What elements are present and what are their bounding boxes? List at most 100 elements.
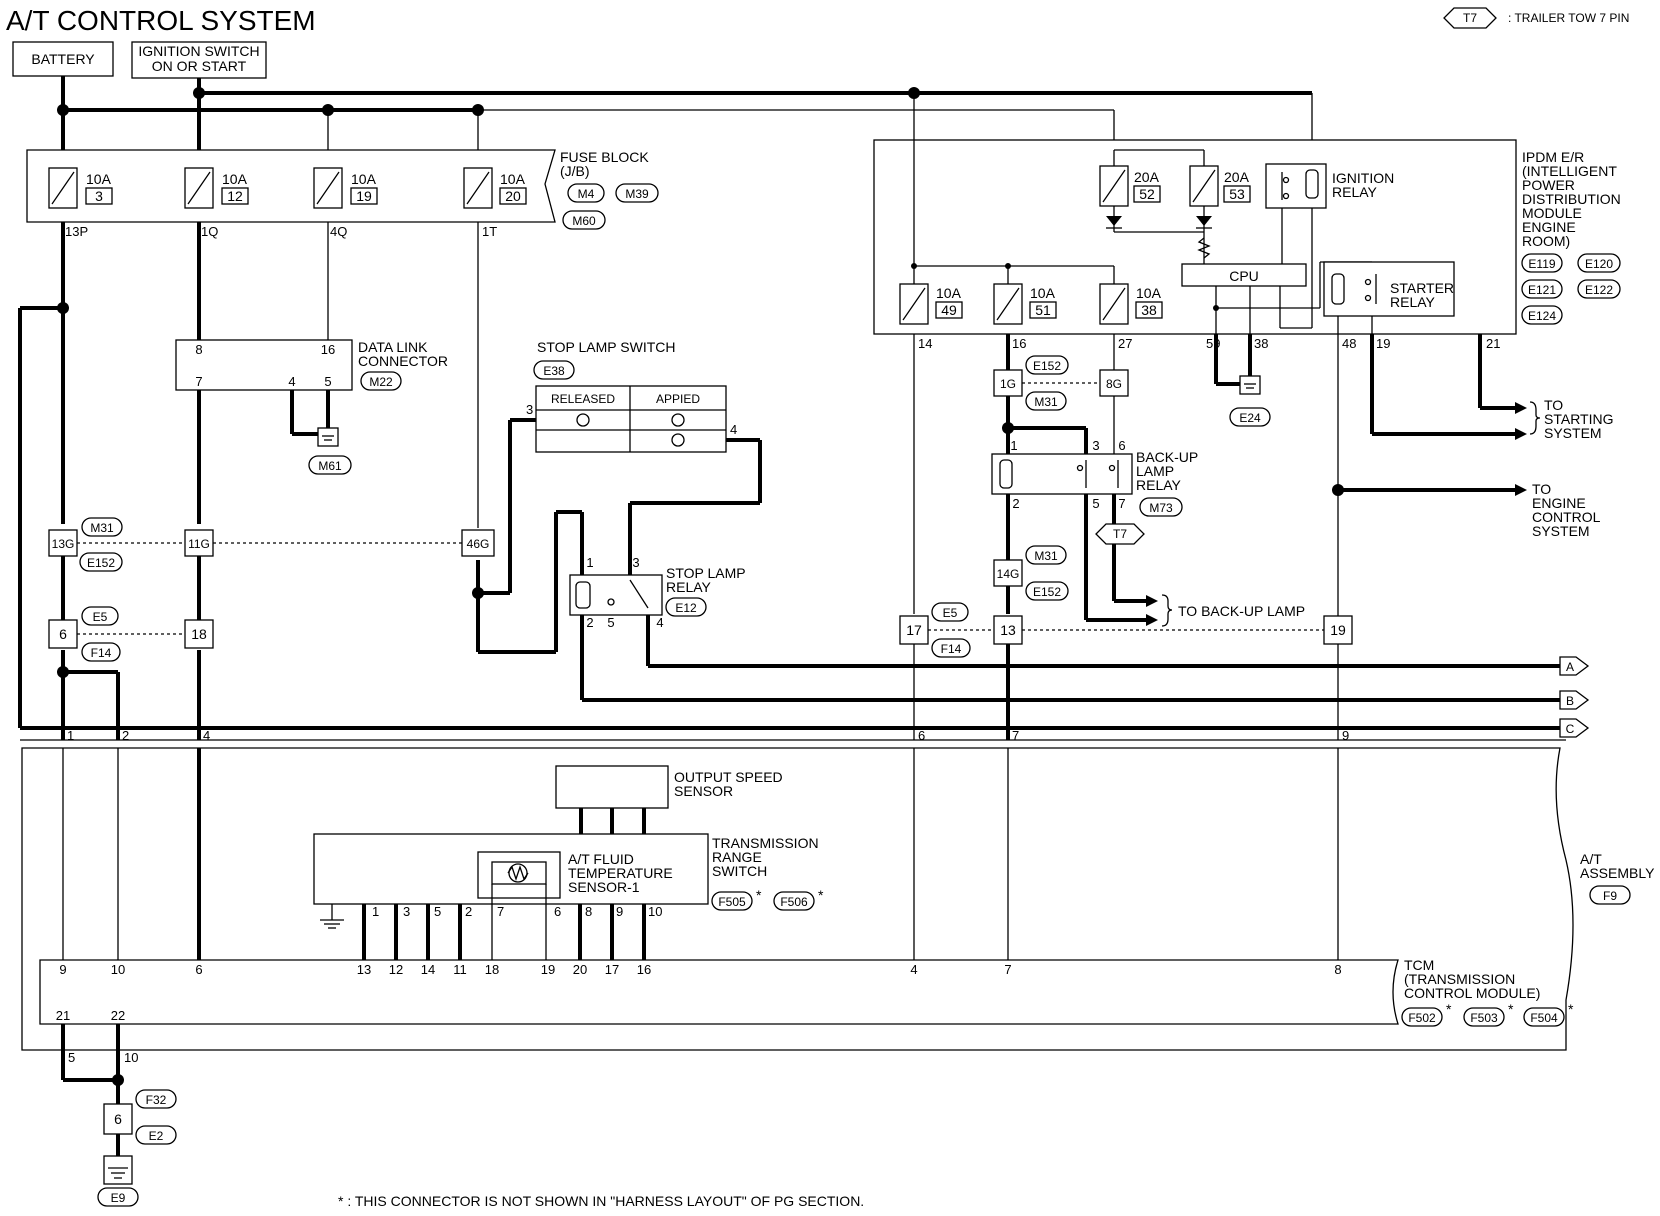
fuse-block-label: FUSE BLOCK <box>560 149 649 165</box>
fuse-38-amp: 10A <box>1136 285 1162 301</box>
trs-pin-8: 8 <box>585 904 592 919</box>
tcm-pin-13: 13 <box>357 962 371 977</box>
tcm-ground: 5 10 6 F32 E2 E9 <box>61 1024 177 1207</box>
ipdm-label-4: DISTRIBUTION <box>1522 191 1621 207</box>
ignition-relay-label-2: RELAY <box>1332 184 1378 200</box>
fuse-52-amp: 20A <box>1134 169 1160 185</box>
conn-t7: T7 <box>1113 527 1127 541</box>
left-wiring <box>18 222 1566 740</box>
joint-6: 6 <box>59 626 67 642</box>
tcm-pin-18: 18 <box>485 962 499 977</box>
fuse-52-num: 52 <box>1139 186 1155 202</box>
conn-m4: M4 <box>578 187 595 201</box>
at-assembly-label-1: A/T <box>1580 851 1602 867</box>
ignition-relay-label-1: IGNITION <box>1332 170 1394 186</box>
fuse-20-amp: 10A <box>500 171 526 187</box>
dlc-pin-5: 5 <box>324 374 331 389</box>
trs-pin-10: 10 <box>648 904 662 919</box>
sls-released: RELEASED <box>551 392 615 406</box>
conn-m31-right: M31 <box>1034 549 1058 563</box>
trs-star-1: * <box>756 887 762 903</box>
at-assembly-label-2: ASSEMBLY <box>1580 865 1655 881</box>
footnote: * : THIS CONNECTOR IS NOT SHOWN IN "HARN… <box>338 1193 864 1209</box>
tcm-pin-9: 9 <box>59 962 66 977</box>
slr-label-1: STOP LAMP <box>666 565 746 581</box>
conn-f14-left: F14 <box>91 646 112 660</box>
slr-label-2: RELAY <box>666 579 712 595</box>
tcm-pin-7: 7 <box>1004 962 1011 977</box>
ipdm-pin-38: 38 <box>1254 336 1268 351</box>
tcm-star-3: * <box>1568 1001 1574 1017</box>
conn-e5-left: E5 <box>93 610 108 624</box>
conn-f32: F32 <box>146 1093 167 1107</box>
starter-relay-label-1: STARTER <box>1390 280 1454 296</box>
conn-e2: E2 <box>149 1129 164 1143</box>
trs-pin-6: 6 <box>554 904 561 919</box>
tcm-pin-21: 21 <box>56 1008 70 1023</box>
fuse-19-num: 19 <box>356 188 372 204</box>
trs-pin-5: 5 <box>434 904 441 919</box>
dlc-pin-16: 16 <box>321 342 335 357</box>
dlc-pin-8: 8 <box>195 342 202 357</box>
tcm-pin-4: 4 <box>910 962 917 977</box>
tcm-pin-8: 8 <box>1334 962 1341 977</box>
trs-pin-1: 1 <box>372 904 379 919</box>
tcm-pin-11: 11 <box>453 962 467 977</box>
joint-1g: 1G <box>1000 377 1016 391</box>
dlc-label-1: DATA LINK <box>358 339 428 355</box>
fluid-sensor-1: A/T FLUID <box>568 851 634 867</box>
stop-lamp-switch-label: STOP LAMP SWITCH <box>537 339 675 355</box>
bulr-pin-7: 7 <box>1118 496 1125 511</box>
asm-pin-9: 9 <box>1342 728 1349 743</box>
cpu-label: CPU <box>1229 268 1259 284</box>
conn-f9: F9 <box>1603 889 1617 903</box>
sls-applied: APPIED <box>656 392 700 406</box>
tcm-pin-20: 20 <box>573 962 587 977</box>
fuse-19-amp: 10A <box>351 171 377 187</box>
battery-box <box>12 41 114 77</box>
gnd-pin-5: 5 <box>68 1050 75 1065</box>
conn-e120: E120 <box>1585 257 1613 271</box>
conn-m39: M39 <box>625 187 649 201</box>
to-starting-2: STARTING <box>1544 411 1614 427</box>
joint-6-ground: 6 <box>114 1111 122 1127</box>
osp-label-2: SENSOR <box>674 783 733 799</box>
slr-pin-1: 1 <box>586 555 593 570</box>
fuse-51-num: 51 <box>1035 302 1051 318</box>
bus-arrows: A B C <box>1559 656 1590 738</box>
dlc-label-2: CONNECTOR <box>358 353 448 369</box>
conn-e152-mid: E152 <box>1033 359 1061 373</box>
trs-pin-2: 2 <box>465 904 472 919</box>
conn-f505: F505 <box>718 895 746 909</box>
to-starting-3: SYSTEM <box>1544 425 1602 441</box>
asm-pin-1: 1 <box>67 728 74 743</box>
ipdm-label-7: ROOM) <box>1522 233 1570 249</box>
fuse-12-num: 12 <box>227 188 243 204</box>
at-assembly: 1 2 4 6 7 9 A/T ASSEMBLY F9 OUTPUT SPEED… <box>20 728 1655 1051</box>
fuse-49-amp: 10A <box>936 285 962 301</box>
fuse-20-num: 20 <box>505 188 521 204</box>
ignition-label-1: IGNITION SWITCH <box>138 43 259 59</box>
fuse-53-amp: 20A <box>1224 169 1250 185</box>
stop-lamp-switch: STOP LAMP SWITCH E38 RELEASED APPIED 3 4 <box>526 339 762 575</box>
ground-m61: M61 <box>318 459 342 473</box>
osp-label-1: OUTPUT SPEED <box>674 769 783 785</box>
left-joints: 13G 11G 46G M31 E152 6 18 E5 F14 <box>48 517 495 662</box>
bulr-label-3: RELAY <box>1136 477 1182 493</box>
fuse-51-amp: 10A <box>1030 285 1056 301</box>
conn-m31-mid: M31 <box>1034 395 1058 409</box>
trs-label-3: SWITCH <box>712 863 767 879</box>
conn-e122: E122 <box>1585 283 1613 297</box>
to-starting-1: TO <box>1544 397 1563 413</box>
fluid-sensor-3: SENSOR-1 <box>568 879 640 895</box>
joint-13: 13 <box>1000 622 1016 638</box>
ipdm-pin-21: 21 <box>1486 336 1500 351</box>
fuse-3-amp: 10A <box>86 171 112 187</box>
fuse-20-pin: 1T <box>482 224 497 239</box>
joint-46g: 46G <box>467 537 490 551</box>
diagram-title: A/T CONTROL SYSTEM <box>6 5 316 36</box>
ignition-label-2: ON OR START <box>152 58 247 74</box>
joint-18: 18 <box>191 626 207 642</box>
fuse-block-jb: (J/B) <box>560 163 590 179</box>
